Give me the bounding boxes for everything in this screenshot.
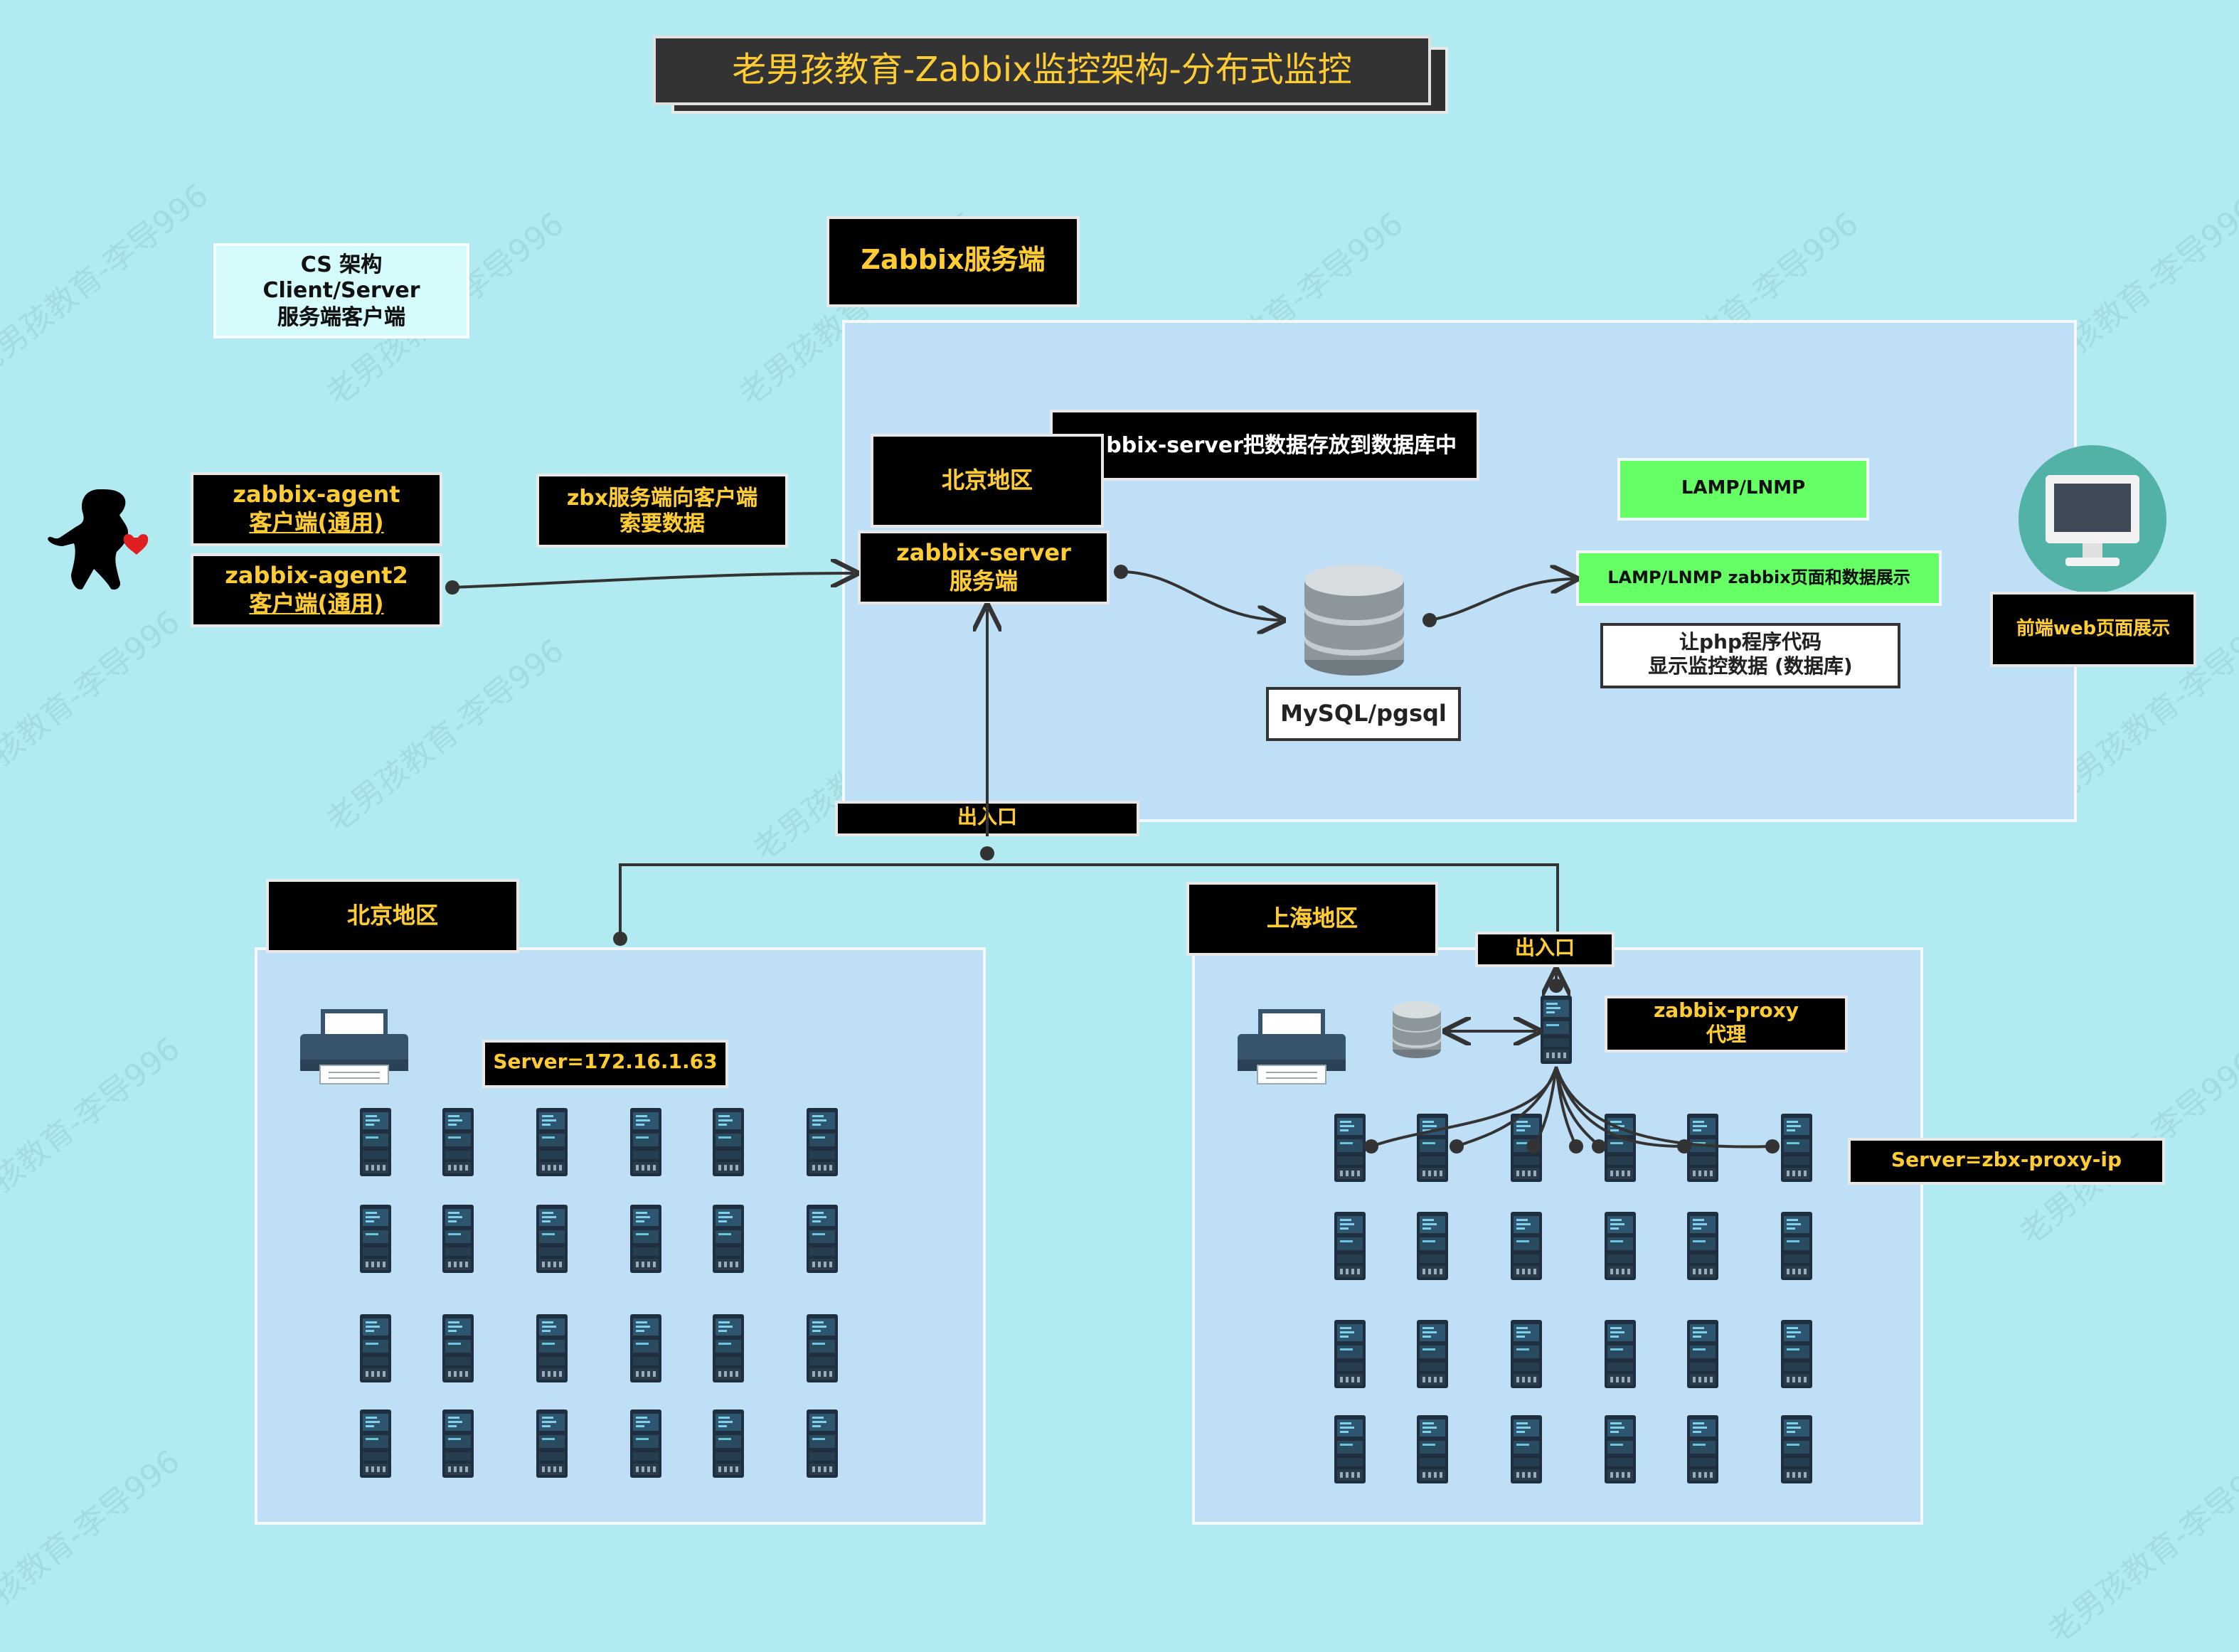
server-rack-icon [1605, 1114, 1636, 1182]
server-rack-icon [713, 1409, 744, 1478]
server-rack-icon [442, 1409, 474, 1478]
frontend-web-label: 前端web页面展示 [1990, 592, 2196, 667]
shanghai-gateway-label: 出入口 [1475, 932, 1615, 967]
server-rack-icon [1605, 1212, 1636, 1280]
server-rack-icon [442, 1314, 474, 1382]
request-note-line: zbx服务端向客户端 [566, 484, 758, 511]
server-rack-icon [1417, 1415, 1448, 1483]
watermark: 老男孩教育-李导996 [2041, 1444, 2239, 1651]
store-data-note: bbix-server把数据存放到数据库中 [1050, 410, 1479, 481]
request-note-line: 索要数据 [619, 511, 705, 536]
server-rack-icon [1511, 1415, 1542, 1483]
server-gateway-label: 出入口 [835, 801, 1139, 836]
server-rack-icon [630, 1409, 661, 1478]
server-rack-icon [1334, 1320, 1366, 1388]
php-display-note: 让php程序代码 显示监控数据 (数据库) [1600, 623, 1900, 688]
server-rack-icon [1687, 1114, 1718, 1182]
server-rack-icon [1417, 1320, 1448, 1388]
server-rack-icon [536, 1409, 568, 1478]
cs-note-line: CS 架构 [300, 252, 383, 278]
server-rack-icon [1511, 1212, 1542, 1280]
server-rack-icon [713, 1108, 744, 1176]
server-rack-icon [1334, 1212, 1366, 1280]
database-icon [1304, 565, 1404, 676]
server-rack-icon [807, 1108, 838, 1176]
heart-icon [123, 534, 149, 555]
server-rack-icon [1781, 1212, 1812, 1280]
zabbix-proxy-box: zabbix-proxy 代理 [1605, 996, 1848, 1053]
server-rack-icon [1687, 1212, 1718, 1280]
server-rack-icon [630, 1314, 661, 1382]
lamp-label: LAMP/LNMP [1617, 458, 1869, 521]
cs-note-line: 服务端客户端 [277, 304, 405, 330]
proxy-line: zabbix-proxy [1654, 999, 1799, 1023]
zabbix-server-side-header: Zabbix服务端 [826, 216, 1080, 307]
server-rack-icon [536, 1314, 568, 1382]
zabbix-server-box: zabbix-server 服务端 [858, 531, 1110, 604]
server-rack-icon [1605, 1415, 1636, 1483]
server-rack-icon [360, 1205, 391, 1273]
server-rack-icon [1687, 1415, 1718, 1483]
page-title: 老男孩教育-Zabbix监控架构-分布式监控 [653, 36, 1431, 105]
proxy-line: 代理 [1706, 1024, 1746, 1047]
monitor-icon [2019, 445, 2166, 593]
server-rack-icon [442, 1108, 474, 1176]
server-rack-icon [630, 1205, 661, 1273]
server-rack-icon [536, 1205, 568, 1273]
shanghai-server-setting: Server=zbx-proxy-ip [1848, 1138, 2165, 1185]
watermark: 老男孩教育-李导996 [0, 604, 188, 812]
server-rack-icon [1781, 1415, 1812, 1483]
lamp-web-label: LAMP/LNMP zabbix页面和数据展示 [1576, 550, 1942, 606]
server-rack-icon [360, 1409, 391, 1478]
watermark: 老男孩教育-李导996 [0, 178, 216, 385]
watermark: 老男孩教育-李导996 [320, 633, 572, 841]
agent-line: zabbix-agent [233, 481, 400, 508]
server-rack-icon [360, 1314, 391, 1382]
server-box-line: 服务端 [949, 567, 1018, 595]
server-rack-icon [442, 1205, 474, 1273]
database-label: MySQL/pgsql [1266, 687, 1461, 741]
agent-line: 客户端(通用) [249, 590, 384, 617]
php-note-line: 显示监控数据 (数据库) [1648, 656, 1853, 678]
beijing-server-setting: Server=172.16.1.63 [482, 1040, 728, 1088]
server-rack-icon [1687, 1320, 1718, 1388]
server-rack-icon [1541, 996, 1572, 1064]
agent-line: zabbix-agent2 [225, 562, 408, 590]
zabbix-agent2-box: zabbix-agent2 客户端(通用) [191, 553, 442, 627]
printer-icon [1238, 1009, 1346, 1085]
woman-silhouette-icon [48, 489, 149, 590]
cs-architecture-note: CS 架构 Client/Server 服务端客户端 [213, 243, 469, 339]
cs-note-line: Client/Server [262, 277, 420, 304]
server-rack-icon [1417, 1114, 1448, 1182]
server-region-label: 北京地区 [871, 434, 1104, 528]
server-rack-icon [1781, 1114, 1812, 1182]
agent-line: 客户端(通用) [249, 509, 384, 536]
server-rack-icon [807, 1205, 838, 1273]
zabbix-agent-box: zabbix-agent 客户端(通用) [191, 472, 442, 546]
server-rack-icon [1417, 1212, 1448, 1280]
database-icon [1393, 1001, 1441, 1058]
server-rack-icon [807, 1409, 838, 1478]
server-rack-icon [1334, 1114, 1366, 1182]
server-box-line: zabbix-server [896, 539, 1071, 567]
server-rack-icon [1781, 1320, 1812, 1388]
watermark: 老男孩教育-李导996 [0, 1444, 188, 1651]
server-rack-icon [536, 1108, 568, 1176]
server-rack-icon [1511, 1320, 1542, 1388]
server-rack-icon [713, 1314, 744, 1382]
diagram-canvas: 老男孩教育-李导996 老男孩教育-李导996 老男孩教育-李导996 老男孩教… [0, 36, 2239, 1651]
server-rack-icon [360, 1108, 391, 1176]
shanghai-region-label: 上海地区 [1186, 882, 1438, 956]
php-note-line: 让php程序代码 [1679, 631, 1821, 654]
watermark: 老男孩教育-李导996 [0, 1031, 188, 1239]
request-data-note: zbx服务端向客户端 索要数据 [536, 474, 788, 548]
server-rack-icon [807, 1314, 838, 1382]
server-rack-icon [1511, 1114, 1542, 1182]
beijing-region-label: 北京地区 [266, 879, 519, 953]
server-rack-icon [713, 1205, 744, 1273]
server-rack-icon [1605, 1320, 1636, 1388]
server-rack-icon [630, 1108, 661, 1176]
printer-icon [300, 1009, 408, 1085]
server-rack-icon [1334, 1415, 1366, 1483]
